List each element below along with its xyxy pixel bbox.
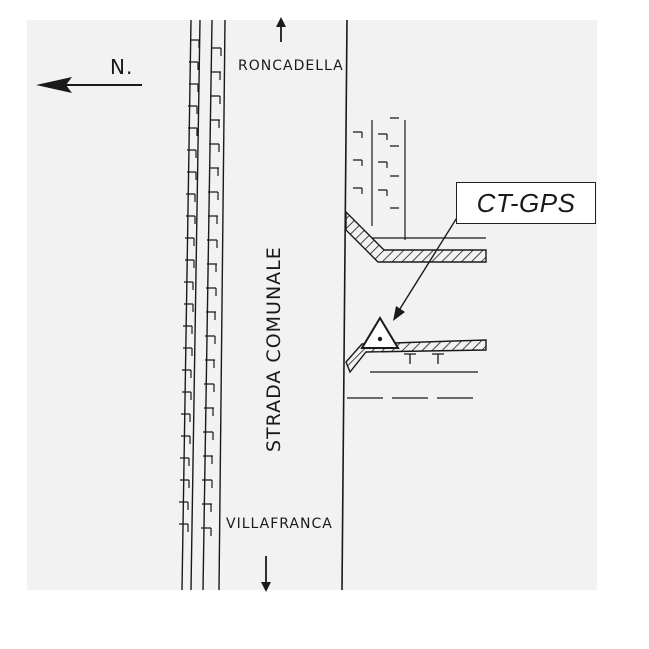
railway-track bbox=[181, 19, 226, 591]
upper-side-road bbox=[345, 117, 487, 263]
south-destination-label: VILLAFRANCA bbox=[226, 516, 333, 532]
arrow-down-icon bbox=[261, 556, 271, 592]
station-label: CT-GPS bbox=[476, 187, 576, 218]
railway-sleepers bbox=[179, 39, 222, 536]
station-callout: CT-GPS bbox=[456, 182, 596, 224]
callout-leader-arrow bbox=[393, 215, 459, 321]
north-destination-label: RONCADELLA bbox=[238, 58, 344, 74]
road-edge bbox=[341, 19, 348, 591]
paper-sheet bbox=[27, 20, 597, 590]
north-arrow-icon bbox=[36, 77, 142, 93]
compass-label: N. bbox=[110, 55, 133, 79]
arrow-up-icon bbox=[276, 17, 286, 42]
triangle-marker-icon bbox=[360, 316, 400, 349]
road-name-label: STRADA COMUNALE bbox=[263, 246, 285, 452]
